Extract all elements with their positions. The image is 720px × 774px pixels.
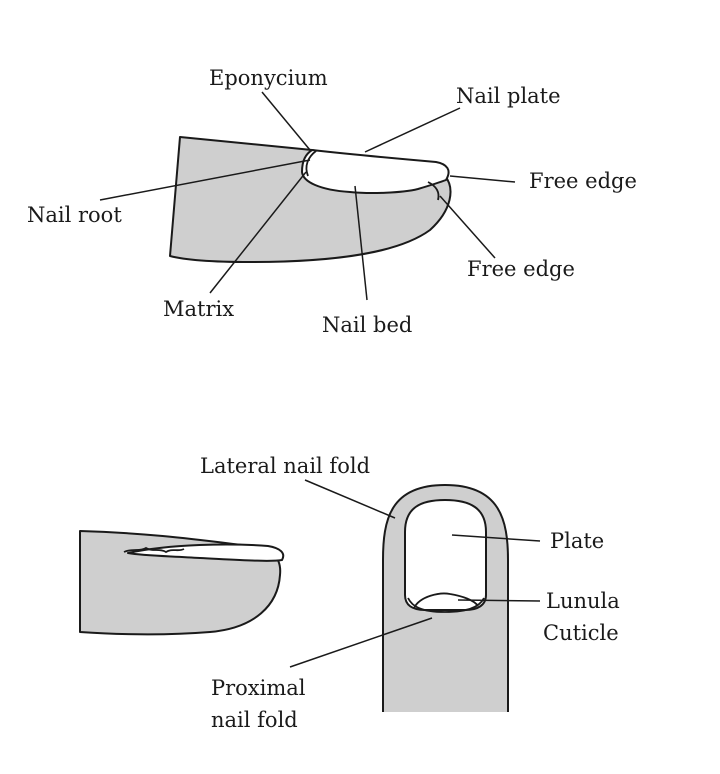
leader-plate [451, 534, 541, 542]
label-lunula: Lunula [546, 589, 620, 613]
top-view-nail-plate [404, 499, 487, 611]
label-cuticle: Cuticle [543, 621, 619, 645]
label-nail-plate: Nail plate [456, 84, 561, 108]
leader-nail-plate [364, 107, 461, 153]
label-plate: Plate [550, 529, 604, 553]
top-view-lunula [413, 592, 479, 609]
label-proximal-line2: nail fold [211, 708, 298, 732]
top-free-edge-tip [427, 181, 440, 201]
top-nail-plate-shape [301, 149, 450, 194]
bottom-side-nail-shape [127, 543, 285, 562]
leader-lunula [457, 599, 541, 602]
label-free-edge-right: Free edge [529, 169, 637, 193]
leader-free-edge-lower [439, 195, 496, 259]
leader-free-edge-right [449, 175, 516, 183]
leader-lateral-nail-fold [304, 479, 396, 519]
label-proximal-line1: Proximal [211, 676, 306, 700]
leader-matrix [209, 171, 307, 294]
bottom-finger-side-view [79, 530, 285, 636]
label-free-edge-lower: Free edge [467, 257, 575, 281]
leader-proximal-nail-fold [289, 617, 433, 668]
bottom-finger-top-view: Lateral nail fold Plate Lunula Cuticle P… [200, 454, 620, 732]
label-lateral-nail-fold: Lateral nail fold [200, 454, 370, 478]
leader-eponycium [261, 91, 311, 151]
top-view-cuticle [407, 597, 485, 613]
top-finger-side-view: Eponycium Nail plate Free edge Nail root… [27, 66, 637, 337]
bottom-side-cuticle-detail [123, 546, 185, 554]
leader-nail-root [99, 159, 311, 201]
leader-nail-bed [354, 185, 368, 301]
label-nail-root: Nail root [27, 203, 122, 227]
label-eponycium: Eponycium [209, 66, 328, 90]
label-nail-bed: Nail bed [322, 313, 412, 337]
top-nail-root-outline [305, 150, 317, 177]
label-matrix: Matrix [163, 297, 234, 321]
